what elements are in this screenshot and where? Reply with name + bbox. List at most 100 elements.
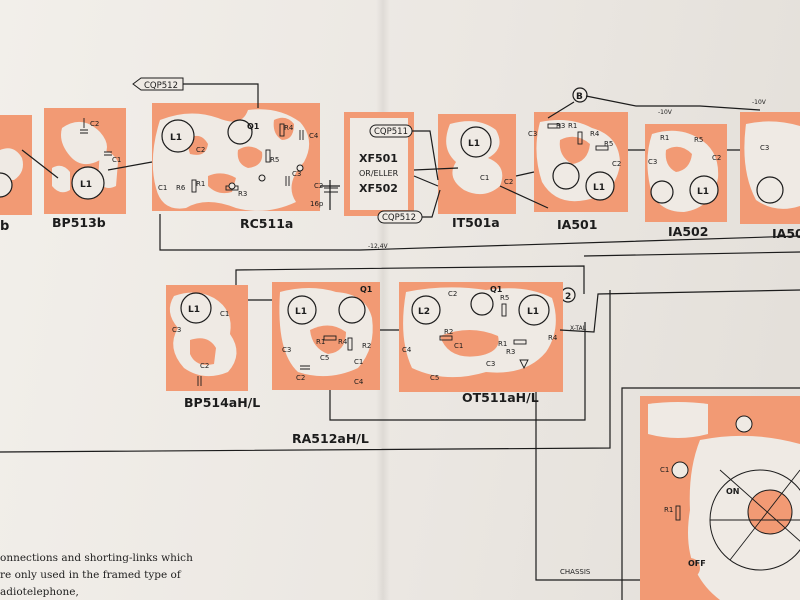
node-2-text: 2 (565, 292, 571, 302)
xf-line3: XF502 (359, 182, 398, 195)
ra-c1-label: C1 (354, 358, 363, 366)
board-ia501: L1 C3 R3 R1 R4 R5 C2 IA501 (528, 112, 628, 232)
ra-c5-label: C5 (320, 354, 329, 362)
note-line-3: adiotelephone, (0, 586, 79, 598)
rc-c2-label: C2 (196, 146, 205, 154)
rc-r4-label: R4 (284, 124, 294, 132)
l1-label: L1 (80, 180, 92, 190)
ot-r2-label: R2 (444, 328, 453, 336)
it-c1-label: C1 (480, 174, 489, 182)
ot-c3-label: C3 (486, 360, 495, 368)
ra-c3-label: C3 (282, 346, 291, 354)
xf-line2: OR/ELLER (359, 169, 399, 178)
bp514-c2-label: C2 (200, 362, 209, 370)
ot-r5-label: R5 (500, 294, 509, 302)
rc511a-label: RC511a (240, 216, 293, 231)
board-rc511a: L1 Q1 C2 C1 R6 R1 R3 R5 R4 C4 C3 RC511a (152, 103, 320, 231)
c1-label: C1 (112, 156, 121, 164)
rc-r1-label: R1 (196, 180, 205, 188)
rail-10vb-label: -10V (752, 99, 767, 106)
ia-r5-label: R5 (604, 140, 613, 148)
rc-c4-label: C4 (309, 132, 319, 140)
ot-r4-label: R4 (548, 334, 558, 342)
bp513b-label: BP513b (52, 215, 106, 230)
ra-r1-label: R1 (316, 338, 325, 346)
rc-r5-label: R5 (270, 156, 279, 164)
bp514-c3-label: C3 (172, 326, 181, 334)
rail-10v-label: -10V (658, 109, 673, 116)
ot-l1-label: L1 (527, 307, 539, 317)
it-l1-label: L1 (468, 139, 480, 149)
ot-r1-label: R1 (498, 340, 507, 348)
ot-q1-label: Q1 (490, 285, 503, 294)
c2-label: C2 (90, 120, 99, 128)
ot-c2-label: C2 (448, 290, 457, 298)
board-bp513b: L1 C2 C1 BP513b (44, 108, 126, 230)
bp514-c1-label: C1 (220, 310, 229, 318)
ra-c2-label: C2 (296, 374, 305, 382)
board-cut-left: b (0, 115, 32, 234)
tag-cqp512-bottom: CQP512 (377, 210, 423, 224)
ra512-label: RA512aH/L (292, 431, 369, 446)
ia-c2-label: C2 (612, 160, 621, 168)
ia502-label: IA502 (668, 224, 708, 239)
ra-l1-label: L1 (295, 307, 307, 317)
rc-l1-label: L1 (170, 133, 182, 143)
rc-c3-label: C3 (292, 170, 301, 178)
tag-cqp511: CQP511 (369, 124, 413, 138)
note-line-2: re only used in the framed type of (0, 569, 181, 581)
rc-q1-label: Q1 (247, 122, 260, 131)
sw-c1-label: C1 (660, 466, 669, 474)
ot-l2-label: L2 (418, 307, 430, 317)
node-b-circle (572, 87, 588, 103)
board-ia-cut: C3 -10V IA50 (740, 99, 800, 241)
ra-r2-label: R2 (362, 342, 371, 350)
rc-r6-label: R6 (176, 184, 186, 192)
ot-c5-label: C5 (430, 374, 439, 382)
ra-q1-label: Q1 (360, 285, 373, 294)
bp514-l1-label: L1 (188, 305, 200, 315)
switch-off-label: OFF (688, 559, 706, 568)
tag-cqp512-top: CQP512 (132, 77, 184, 91)
rc-r3-label: R3 (238, 190, 247, 198)
sw-r1-label: R1 (664, 506, 673, 514)
chassis-label: CHASSIS (560, 568, 591, 576)
rail-12v-label: -12,4V (368, 243, 389, 250)
board-ra512: L1 Q1 C3 R1 R4 R2 C5 C2 C1 C4 RA512aH/L (272, 282, 380, 446)
rc-c1-label: C1 (158, 184, 167, 192)
bp514-label: BP514aH/L (184, 395, 260, 410)
cqp511-text: CQP511 (374, 127, 408, 137)
ia2-r1-label: R1 (660, 134, 669, 142)
ot-r3-label: R3 (506, 348, 515, 356)
ia2-r5-label: R5 (694, 136, 703, 144)
board-ia502: L1 R1 R5 C3 C2 -10V IA502 (645, 109, 727, 239)
it501a-label: IT501a (452, 215, 500, 230)
ia-r1-label: R1 (568, 122, 577, 130)
ia-r4-label: R4 (590, 130, 600, 138)
board-bp514: L1 C3 C1 C2 BP514aH/L (166, 285, 260, 410)
board-switch: C1 R1 ON OFF (621, 387, 800, 600)
ia-c3-label: C3 (528, 130, 537, 138)
ia2-l1-label: L1 (697, 187, 709, 197)
ia-cut-label: IA50 (772, 226, 800, 241)
ot511-label: OT511aH/L (462, 390, 539, 405)
note-line-1: onnections and shorting-links which (0, 552, 193, 564)
ra-c4-label: C4 (354, 378, 364, 386)
ia501-label: IA501 (557, 217, 597, 232)
xtal-label: X-TAL (570, 325, 587, 332)
ra-r4-label: R4 (338, 338, 348, 346)
switch-on-label: ON (726, 487, 740, 496)
cqp512-top-text: CQP512 (144, 81, 178, 91)
c2-cap-label: C2 (314, 182, 323, 190)
board-ot511: L2 Q1 L1 C2 R5 R2 C1 C4 C5 C3 R1 R3 R4 X… (399, 282, 587, 405)
ia-r3-label: R3 (556, 122, 565, 130)
ia2-c2-label: C2 (712, 154, 721, 162)
board-b-label: b (0, 219, 9, 234)
ot-c1-label: C1 (454, 342, 463, 350)
it-c2-label: C2 (504, 178, 513, 186)
xf-line1: XF501 (359, 152, 398, 165)
ot-c4-label: C4 (402, 346, 412, 354)
cqp512-bottom-text: CQP512 (382, 213, 416, 223)
cap-16p-label: 16p (310, 200, 324, 208)
